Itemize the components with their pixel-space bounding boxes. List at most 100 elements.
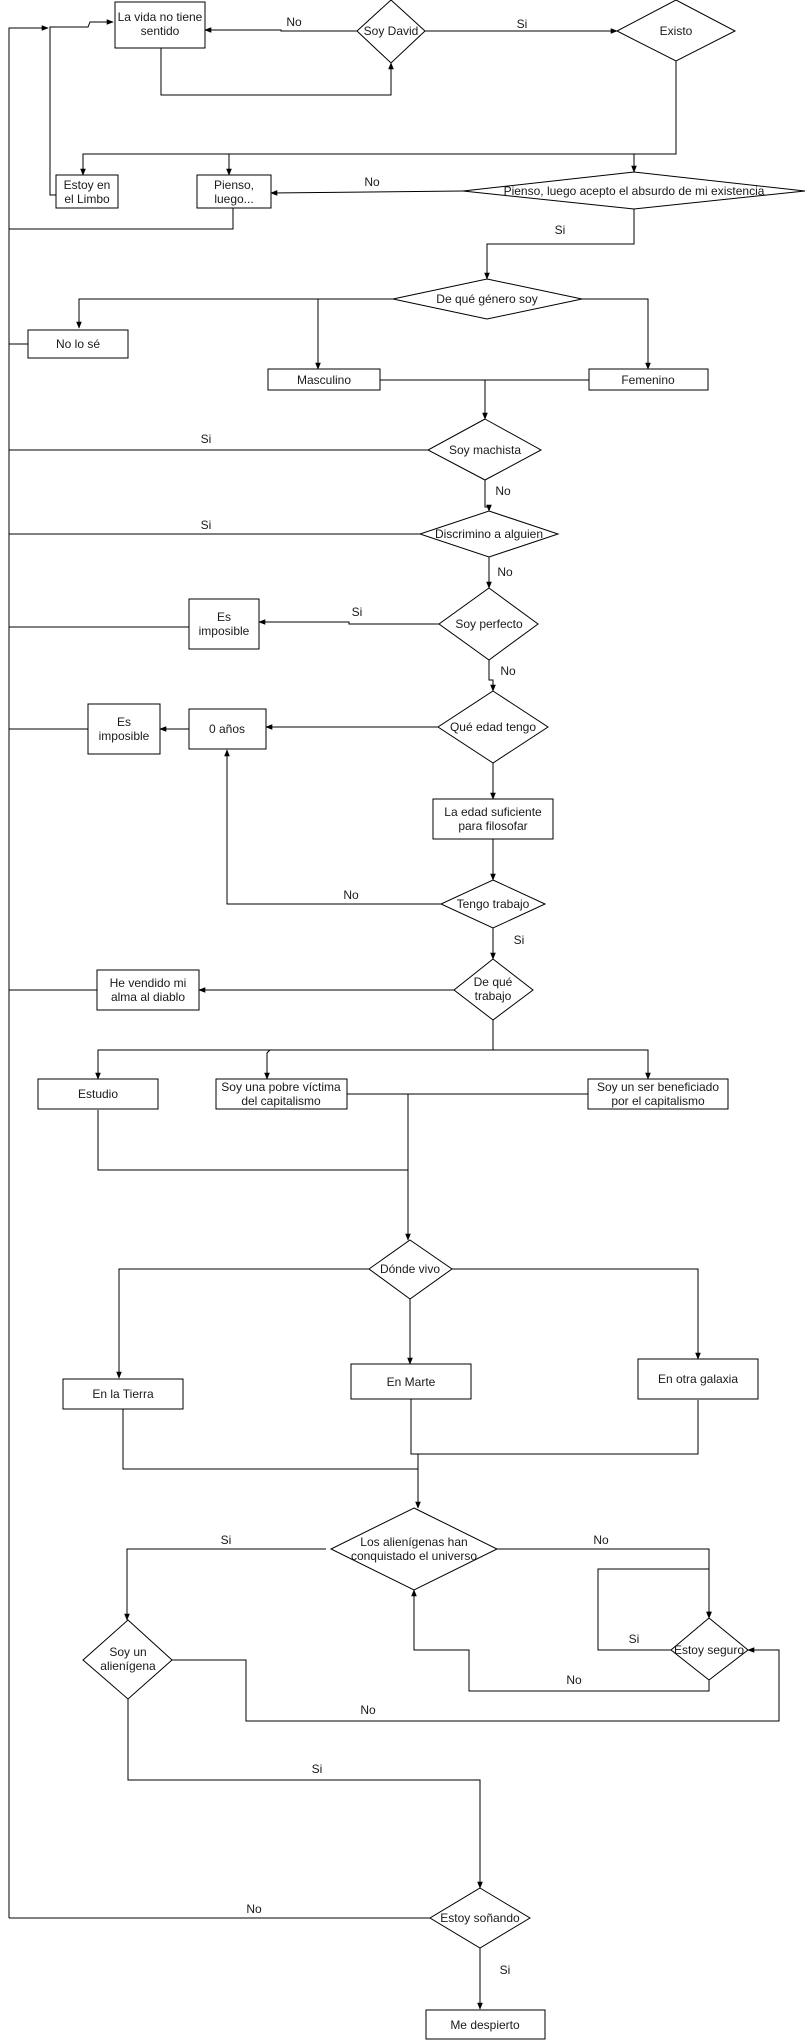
edge-seguro-si: [597, 1568, 712, 1651]
decision-edad: Qué edad tengo: [437, 690, 549, 764]
box-imposible-2-label-2: imposible: [99, 729, 150, 743]
box-pienso-luego-label-2: luego...: [214, 192, 253, 206]
decision-existo-label: Existo: [660, 24, 693, 38]
edge-pienso-spine: [9, 208, 234, 230]
decision-soy-david-label: Soy David: [364, 24, 419, 38]
edge-label-soyalien-no: No: [360, 1703, 376, 1717]
decision-perfecto-label: Soy perfecto: [455, 617, 523, 631]
box-masculino-label: Masculino: [297, 373, 351, 387]
edge-soyalien-si: [127, 1699, 483, 1889]
edge-label-seguro-si: Si: [629, 1632, 640, 1646]
decision-alienigenas-label-2: conquistado el universo: [351, 1549, 477, 1563]
box-imposible-1-label-1: Es: [217, 610, 231, 624]
edge-existo-absurdo: [631, 61, 677, 173]
decision-alienigenas: Los alienígenas han conquistado el unive…: [329, 1507, 499, 1591]
edge-label-perfecto-no: No: [500, 664, 516, 678]
edge-label-soyalien-si: Si: [312, 1762, 323, 1776]
edge-label-alien-si: Si: [221, 1533, 232, 1547]
box-marte-label: En Marte: [387, 1375, 436, 1389]
edge-label-absurdo-no: No: [364, 175, 380, 189]
edge-left-spine: [8, 25, 49, 1918]
edge-dondevivo-galaxia: [452, 1268, 701, 1360]
box-imposible-2-label-1: Es: [117, 715, 131, 729]
box-despierto-label: Me despierto: [450, 2018, 520, 2032]
box-masculino: Masculino: [267, 368, 381, 391]
box-victima-label-1: Soy una pobre víctima: [221, 1080, 341, 1094]
decision-discrimino: Discrimino a alguien: [418, 510, 560, 558]
box-despierto: Me despierto: [425, 2009, 546, 2040]
decision-soy-alienigena: Soy un alienígena: [82, 1619, 173, 1700]
decision-edad-label: Qué edad tengo: [450, 720, 536, 734]
edge-soyalien-no: [172, 1647, 780, 1722]
edge-absurdo-si: [484, 209, 635, 280]
box-edad-suficiente: La edad suficiente para filosofar: [432, 798, 554, 840]
edge-label-trabajo-si: Si: [514, 933, 525, 947]
edge-to-estudio: [95, 1049, 493, 1080]
edge-alien-si: [124, 1548, 326, 1621]
decision-existo: Existo: [615, 0, 737, 62]
box-tierra-label: En la Tierra: [92, 1387, 154, 1401]
box-imposible-1: Es imposible: [188, 598, 260, 650]
decision-que-trabajo-label-2: trabajo: [475, 989, 512, 1003]
decision-perfecto: Soy perfecto: [438, 587, 539, 661]
decision-estoy-seguro-label: Estoy seguro: [674, 1643, 744, 1657]
edge-label-sonando-si: Si: [500, 1963, 511, 1977]
edge-estudio-join: [97, 1110, 408, 1171]
edge-dondevivo-tierra: [116, 1268, 369, 1379]
edge-david-no: [204, 27, 357, 33]
edge-labels: No Si No Si Si No Si No Si No No Si Si N…: [201, 15, 640, 1977]
edge-trabajo-no: [224, 749, 441, 905]
box-tierra: En la Tierra: [62, 1378, 184, 1410]
edge-seguro-no: [411, 1589, 710, 1692]
decision-soy-alienigena-label-2: alienígena: [100, 1659, 156, 1673]
box-limbo: Estoy en el Limbo: [55, 174, 119, 209]
decision-genero-label: De qué género soy: [436, 292, 537, 306]
box-no-lo-se-label: No lo sé: [56, 337, 100, 351]
decision-donde-vivo: Dónde vivo: [368, 1239, 453, 1300]
decision-acepto-absurdo: Pienso, luego acepto el absurdo de mi ex…: [462, 171, 806, 210]
decision-estoy-seguro: Estoy seguro: [670, 1617, 749, 1681]
edge-label-perfecto-si: Si: [352, 605, 363, 619]
decision-sonando-label: Estoy soñando: [440, 1911, 520, 1925]
box-edad-suficiente-label-1: La edad suficiente: [444, 805, 542, 819]
nodes: Soy David Existo Pienso, luego acepto el…: [27, 0, 806, 2040]
edge-label-alien-no: No: [593, 1533, 609, 1547]
edge-label-seguro-no: No: [566, 1673, 582, 1687]
edge-perfecto-no: [488, 660, 496, 692]
edge-absurdo-no: [270, 190, 464, 196]
edge-label-discrimino-no: No: [497, 565, 513, 579]
box-femenino: Femenino: [588, 368, 709, 391]
edge-machista-no: [484, 480, 492, 512]
box-pienso-luego-label-1: Pienso,: [214, 178, 254, 192]
decision-machista: Soy machista: [426, 418, 543, 481]
box-beneficiado: Soy un ser beneficiado por el capitalism…: [587, 1078, 729, 1110]
edge-label-trabajo-no: No: [343, 888, 359, 902]
connectors: [8, 19, 780, 2010]
edge-to-beneficiado: [493, 1049, 651, 1080]
decision-alienigenas-label-1: Los alienígenas han: [360, 1535, 467, 1549]
box-femenino-label: Femenino: [621, 373, 675, 387]
decision-sonando: Estoy soñando: [429, 1887, 531, 1949]
edge-label-david-no: No: [286, 15, 302, 29]
box-estudio: Estudio: [37, 1078, 159, 1110]
box-imposible-1-label-2: imposible: [199, 624, 250, 638]
box-vida-sin-sentido-label-2: sentido: [141, 24, 180, 38]
edge-existo-limbo: [80, 153, 676, 176]
box-victima-label-2: del capitalismo: [241, 1094, 321, 1108]
box-edad-suficiente-label-2: para filosofar: [458, 819, 527, 833]
edge-label-machista-no: No: [495, 484, 511, 498]
edge-label-absurdo-si: Si: [555, 223, 566, 237]
decision-donde-vivo-label: Dónde vivo: [380, 1262, 440, 1276]
decision-discrimino-label: Discrimino a alguien: [435, 527, 543, 541]
decision-soy-david: Soy David: [356, 0, 426, 64]
box-otra-galaxia-label: En otra galaxia: [658, 1372, 738, 1386]
decision-soy-alienigena-label-1: Soy un: [109, 1645, 146, 1659]
edge-alien-no: [497, 1548, 712, 1619]
box-alma-diablo: He vendido mi alma al diablo: [96, 969, 200, 1011]
edge-to-victima: [264, 1049, 271, 1080]
box-pienso-luego: Pienso, luego...: [196, 174, 272, 209]
edge-limbo-vida: [49, 19, 114, 196]
edge-marte-galaxia-join: [410, 1398, 699, 1455]
box-limbo-label-2: el Limbo: [64, 192, 110, 206]
